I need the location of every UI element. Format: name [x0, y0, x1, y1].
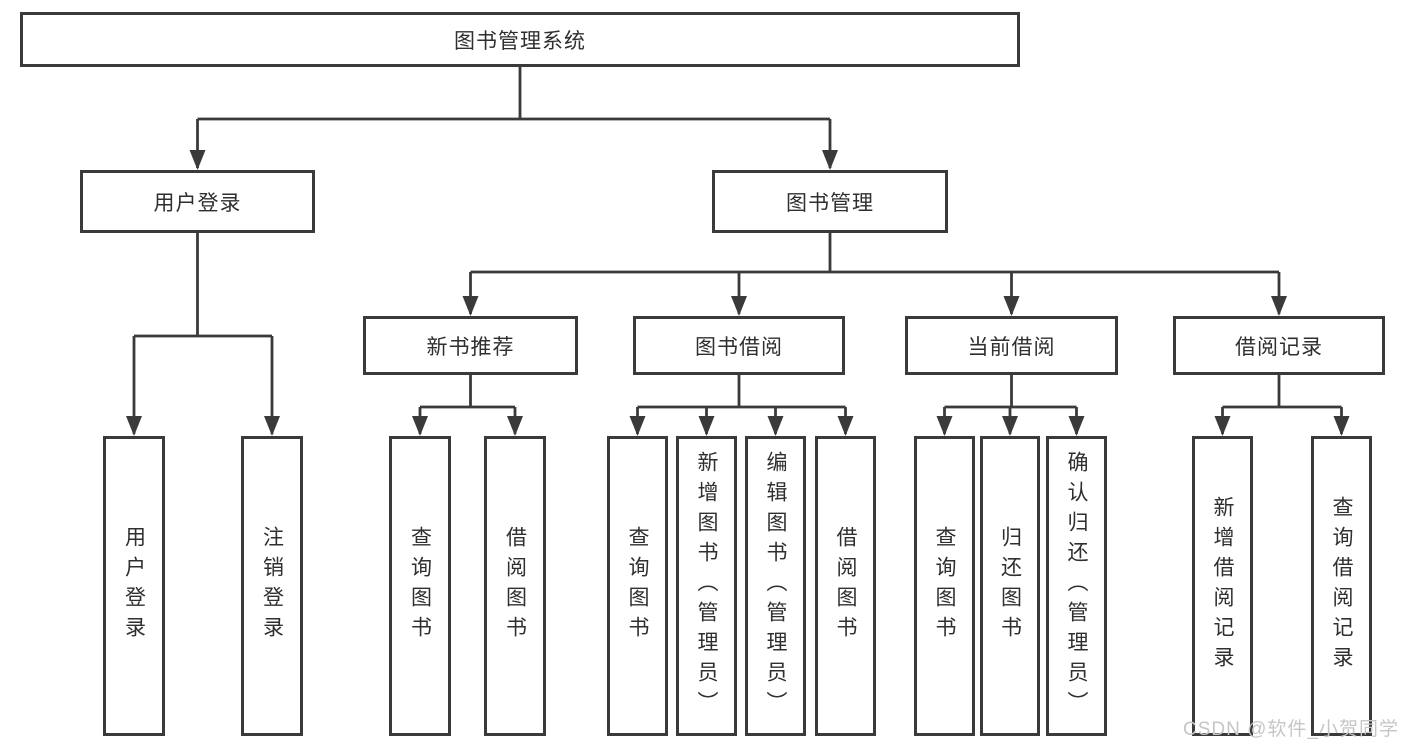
leaf-add-borrow-record: 新增借阅记录 — [1192, 436, 1253, 736]
node-user-login: 用户登录 — [80, 170, 315, 233]
node-book-management: 图书管理 — [712, 170, 948, 233]
leaf-user-login: 用户登录 — [103, 436, 165, 736]
leaf-borrow-books-1-label: 借阅图书 — [503, 526, 527, 646]
leaf-logout: 注销登录 — [241, 436, 303, 736]
node-book-management-label: 图书管理 — [786, 191, 874, 215]
leaf-edit-book-admin: 编辑图书（管理员） — [745, 436, 806, 736]
connector-current-borrowing-subtree — [944, 375, 1077, 409]
connector-borrowing-records-subtree — [1222, 375, 1342, 409]
leaf-query-books-3: 查询图书 — [914, 436, 975, 736]
leaf-add-book-admin-label: 新增图书（管理员） — [695, 451, 718, 721]
watermark: CSDN @软件_小贺同学 — [1183, 719, 1399, 740]
leaf-query-borrow-record-label: 查询借阅记录 — [1330, 496, 1353, 676]
leaf-borrow-books-1: 借阅图书 — [484, 436, 546, 736]
leaf-query-books-1-label: 查询图书 — [408, 526, 432, 646]
node-user-login-label: 用户登录 — [153, 191, 242, 215]
connector-user-login-subtree — [134, 233, 272, 338]
leaf-add-book-admin: 新增图书（管理员） — [676, 436, 737, 736]
leaf-confirm-return-admin-label: 确认归还（管理员） — [1065, 451, 1088, 721]
connector-new-book-subtree — [420, 375, 515, 409]
leaf-logout-label: 注销登录 — [260, 526, 284, 646]
leaf-user-login-label: 用户登录 — [122, 526, 146, 646]
connector-book-borrowing-subtree — [637, 375, 846, 409]
node-borrowing-records: 借阅记录 — [1173, 316, 1385, 375]
leaf-query-borrow-record: 查询借阅记录 — [1311, 436, 1372, 736]
node-new-book-recommendation: 新书推荐 — [363, 316, 578, 375]
node-book-borrowing: 图书借阅 — [633, 316, 845, 375]
leaf-confirm-return-admin: 确认归还（管理员） — [1046, 436, 1107, 736]
node-new-book-recommendation-label: 新书推荐 — [426, 335, 515, 359]
leaf-return-books-label: 归还图书 — [998, 526, 1022, 646]
leaf-query-books-2-label: 查询图书 — [626, 526, 649, 646]
connector-book-management-subtree — [470, 233, 1279, 274]
node-root: 图书管理系统 — [20, 12, 1020, 67]
leaf-query-books-2: 查询图书 — [607, 436, 668, 736]
node-current-borrowing-label: 当前借阅 — [967, 335, 1056, 359]
connector-root-to-level2 — [197, 67, 830, 121]
leaf-edit-book-admin-label: 编辑图书（管理员） — [764, 451, 787, 721]
leaf-borrow-books-2-label: 借阅图书 — [834, 526, 857, 646]
node-current-borrowing: 当前借阅 — [905, 316, 1118, 375]
leaf-add-borrow-record-label: 新增借阅记录 — [1211, 496, 1234, 676]
leaf-query-books-1: 查询图书 — [389, 436, 451, 736]
node-root-label: 图书管理系统 — [454, 29, 586, 53]
node-book-borrowing-label: 图书借阅 — [695, 335, 783, 359]
leaf-borrow-books-2: 借阅图书 — [815, 436, 876, 736]
node-borrowing-records-label: 借阅记录 — [1235, 335, 1323, 359]
leaf-query-books-3-label: 查询图书 — [933, 526, 956, 646]
leaf-return-books: 归还图书 — [980, 436, 1040, 736]
